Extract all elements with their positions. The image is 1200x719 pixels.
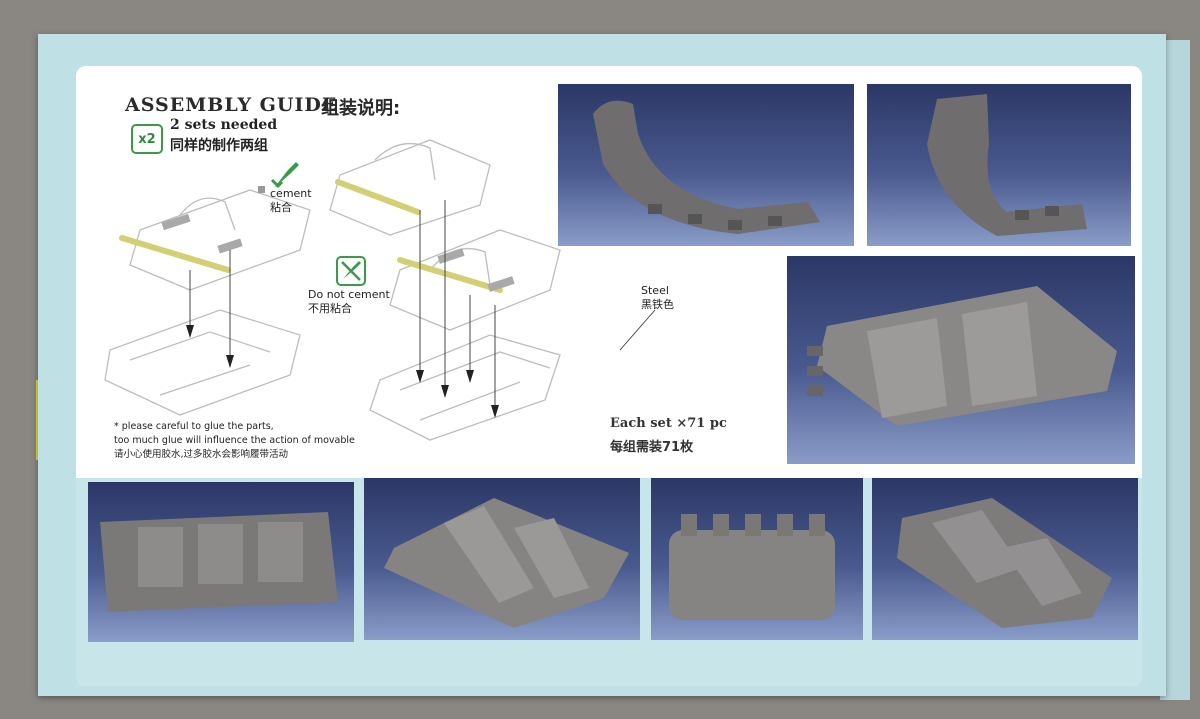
each-set-count: Each set ×71 pc [610, 416, 727, 431]
glue-warning-note: * please careful to glue the parts, too … [114, 420, 355, 462]
do-not-cement-label: Do not cement [308, 288, 390, 301]
track-photo-bent-run [867, 84, 1131, 246]
cement-marker [258, 186, 265, 193]
assembly-diagram [104, 139, 656, 441]
steel-label: Steel [641, 284, 669, 297]
track-photo-curved-run [558, 84, 854, 246]
track-photo-closeup-top [787, 256, 1135, 464]
sets-needed-text-cn: 同样的制作两组 [170, 138, 268, 154]
do-not-cement-label-cn: 不用粘合 [308, 302, 352, 315]
track-photo-underside [88, 482, 354, 642]
assembly-guide-title-cn: 组装说明: [321, 98, 401, 119]
track-photo-angle-left [364, 478, 640, 640]
cement-label-cn: 粘合 [270, 201, 292, 214]
track-photo-angle-right [872, 478, 1138, 640]
multiplier-badge: x2 [131, 124, 163, 154]
each-set-count-cn: 每组需装71枚 [610, 440, 694, 455]
sets-needed-text: 2 sets needed [170, 117, 278, 133]
glue-tube-check-icon [270, 162, 299, 189]
glue-warning-line-1: * please careful to glue the parts, [114, 421, 274, 432]
glue-tube-cross-icon [336, 256, 366, 286]
glue-warning-line-3: 请小心使用胶水,过多胶水会影响履带活动 [114, 449, 289, 460]
cement-label: cement [270, 187, 312, 200]
assembly-guide-title: ASSEMBLY GUIDE [125, 94, 338, 116]
glue-warning-line-2: too much glue will influence the action … [114, 435, 355, 446]
track-photo-single-link [651, 478, 863, 640]
steel-label-cn: 黑铁色 [641, 298, 674, 311]
